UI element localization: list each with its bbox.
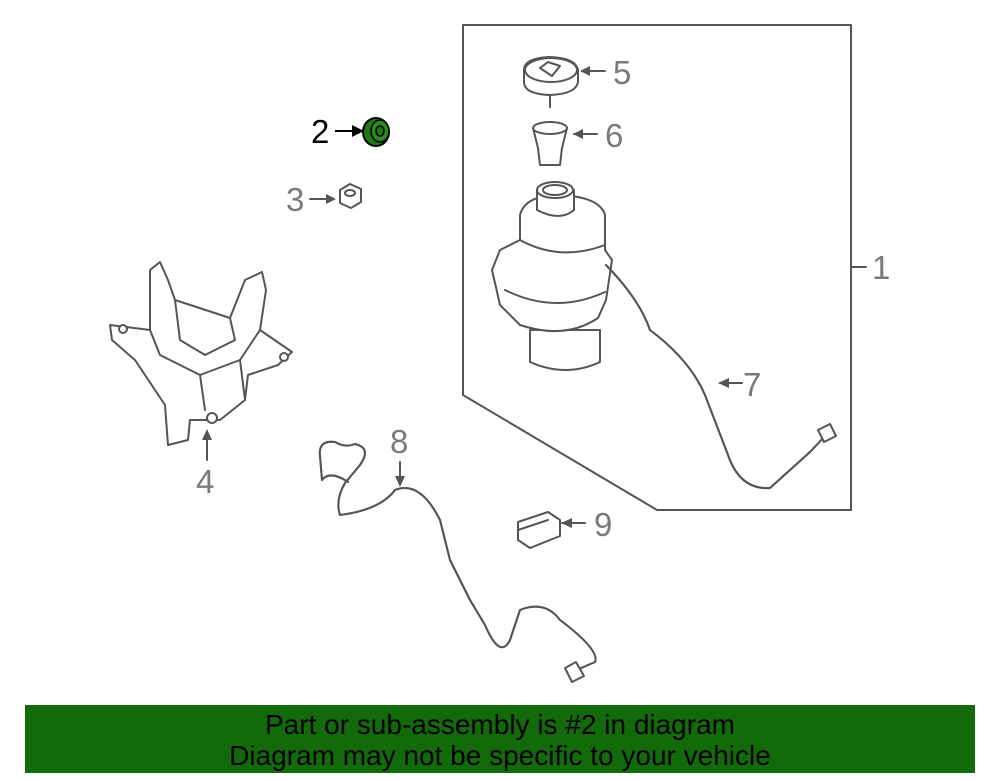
callout-2: 2	[311, 113, 329, 150]
assembly-outline	[462, 24, 852, 511]
callout-3: 3	[286, 181, 304, 218]
part-5-cap	[523, 56, 606, 108]
part-6-strainer	[532, 121, 598, 166]
callout-4: 4	[196, 463, 214, 500]
part-1-pump-reservoir	[491, 181, 613, 371]
banner-line-1: Part or sub-assembly is #2 in diagram	[265, 709, 735, 740]
part-7-hose	[605, 264, 837, 490]
info-banner: Part or sub-assembly is #2 in diagram Di…	[25, 705, 975, 773]
callout-5: 5	[613, 54, 631, 91]
callout-9: 9	[594, 506, 612, 543]
callout-6: 6	[605, 117, 623, 154]
banner-line-2: Diagram may not be specific to your vehi…	[229, 740, 771, 771]
callout-7: 7	[743, 366, 761, 403]
callout-1: 1	[872, 249, 890, 286]
part-8-hose	[318, 440, 597, 683]
part-4-bracket	[109, 261, 293, 461]
part-9-clip	[517, 511, 586, 549]
callout-8: 8	[390, 423, 408, 460]
part-2-highlighted[interactable]	[335, 117, 390, 147]
part-3-nut	[309, 183, 362, 209]
